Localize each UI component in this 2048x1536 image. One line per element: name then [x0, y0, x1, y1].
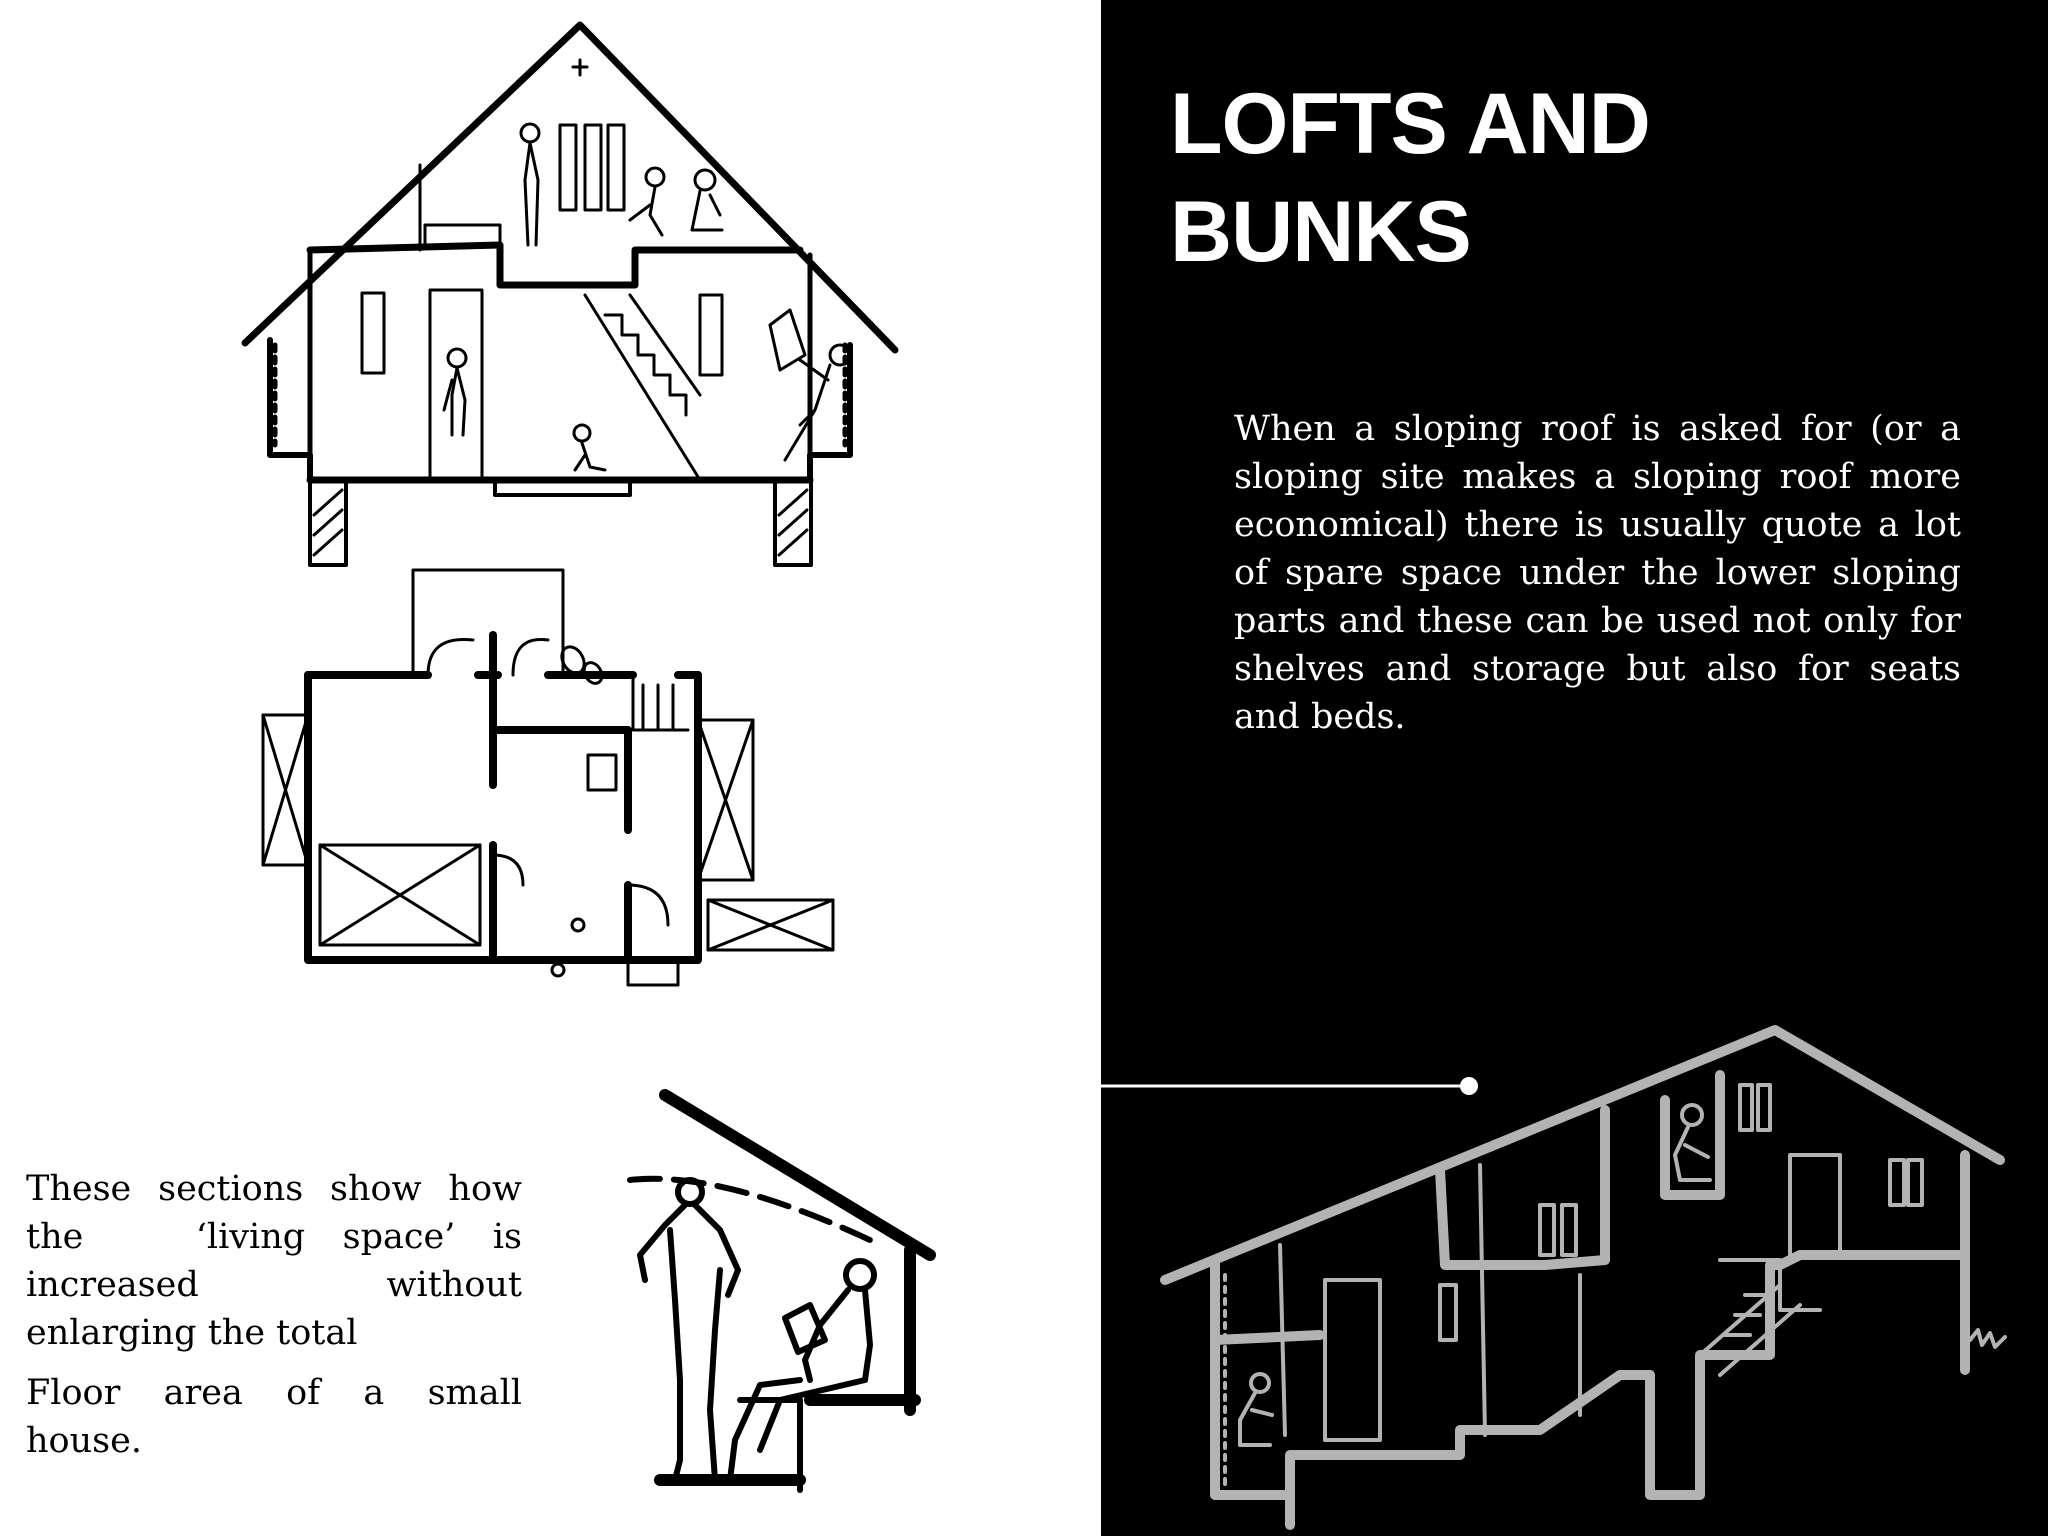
page-title: LOFTS AND BUNKS — [1170, 70, 1930, 286]
sloped-site-section-sketch — [1160, 1025, 2007, 1530]
title-line-1: LOFTS AND — [1170, 76, 1651, 172]
description-paragraph: When a sloping roof is asked for (or a s… — [1234, 409, 1961, 737]
caption-line: house. — [26, 1421, 142, 1461]
sloped-nook-sketch — [627, 1089, 936, 1493]
caption-line: the ‘living space’ is — [26, 1217, 522, 1257]
floor-plan-sketch — [261, 568, 835, 987]
left-panel — [0, 0, 1101, 1536]
caption-text: These sections show how the ‘living spac… — [26, 1165, 522, 1477]
caption-line: increased without — [26, 1265, 522, 1305]
title-line-2: BUNKS — [1170, 184, 1472, 280]
connector-line — [1101, 1077, 1478, 1095]
caption-line: These sections show how — [26, 1169, 522, 1209]
caption-line: enlarging the total — [26, 1313, 358, 1353]
caption-line: Floor area of a small — [26, 1373, 522, 1413]
caption-paragraph-2: Floor area of a small house. — [26, 1369, 522, 1465]
caption-paragraph-1: These sections show how the ‘living spac… — [26, 1165, 522, 1357]
right-panel — [1101, 0, 2048, 1536]
house-section-sketch — [241, 21, 899, 567]
